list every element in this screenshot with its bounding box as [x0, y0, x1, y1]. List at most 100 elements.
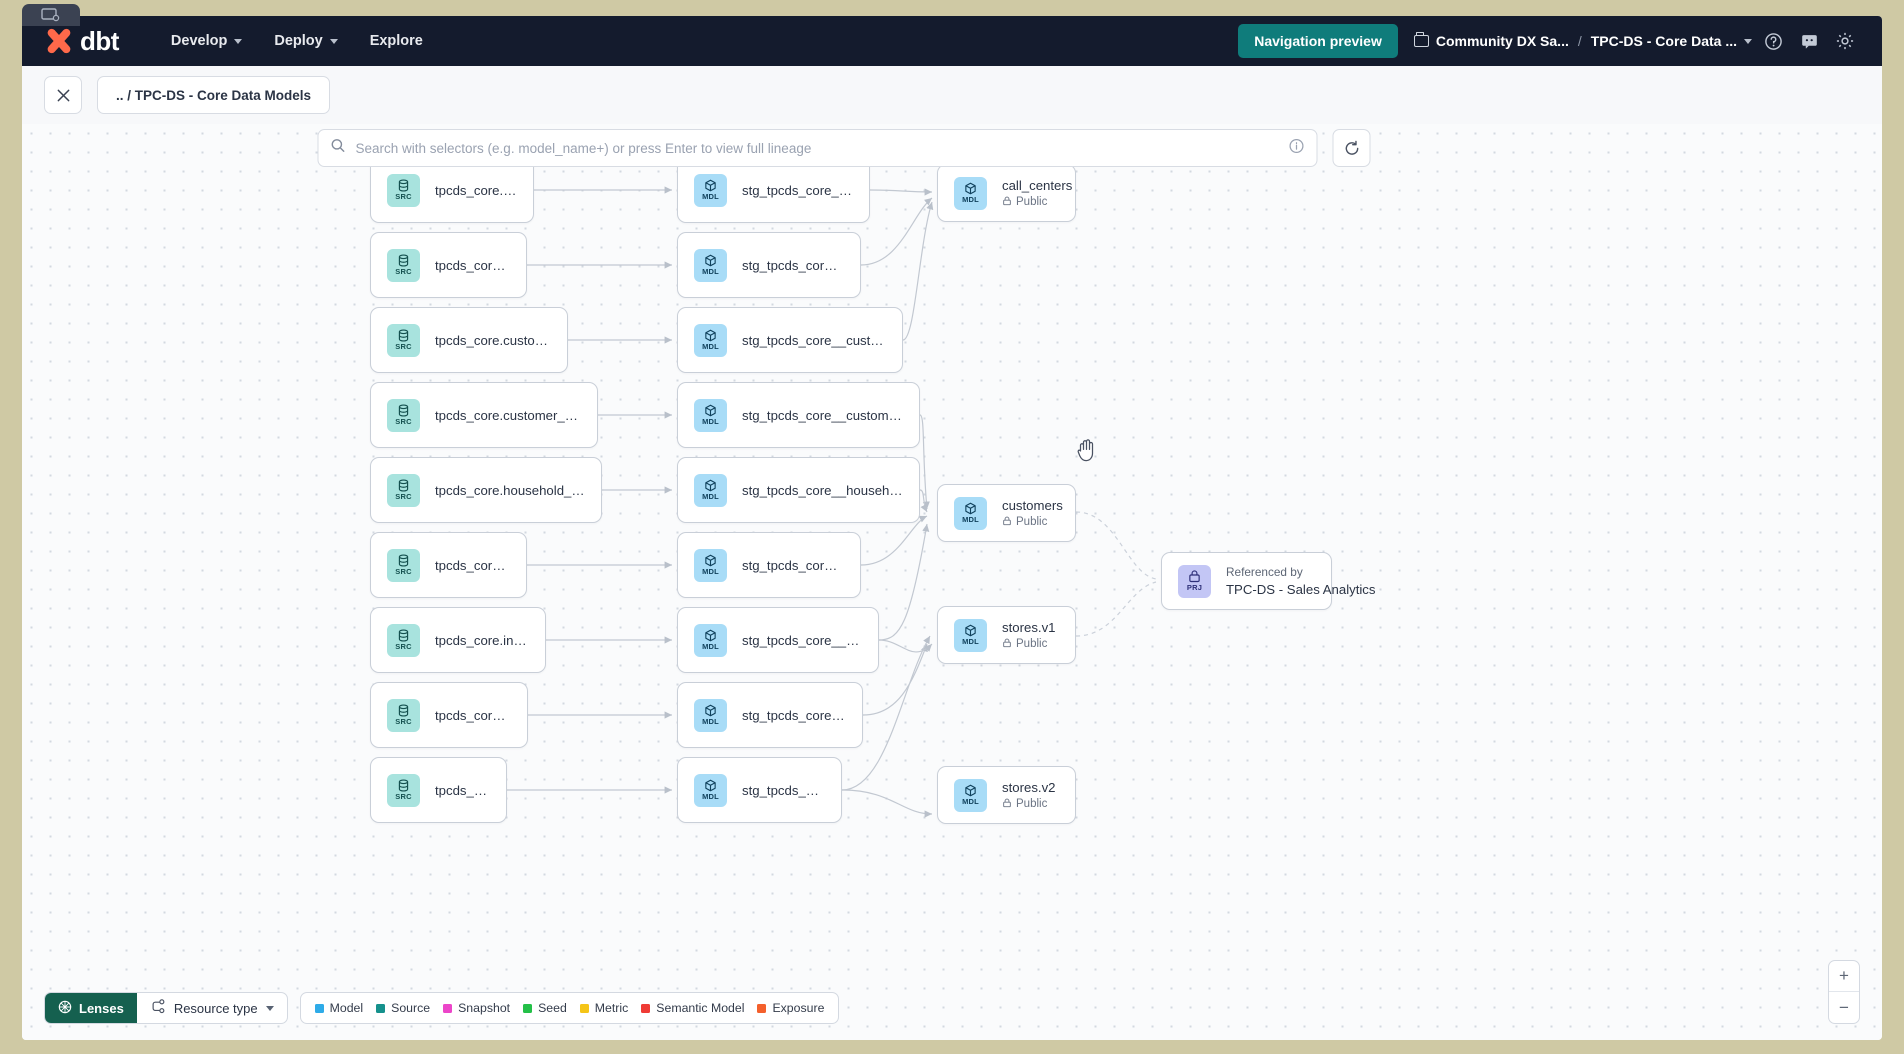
- legend-item[interactable]: Semantic Model: [641, 1001, 744, 1015]
- dbt-wordmark: dbt: [80, 25, 119, 56]
- top-navigation-bar: dbt Develop Deploy Explore Navigation pr…: [22, 16, 1882, 66]
- lineage-graph-canvas[interactable]: SRCtpcds_core.call_centerSRCtpcds_core.c…: [22, 124, 1882, 1040]
- src-badge-icon: SRC: [387, 173, 420, 207]
- node-label: stg_tpcds_core__customer_address: [742, 332, 886, 348]
- nav-item-deploy[interactable]: Deploy: [258, 25, 353, 57]
- node-access-badge: Public: [1002, 516, 1059, 529]
- nav-item-deploy-label: Deploy: [274, 33, 323, 49]
- legend-label: Model: [329, 1001, 364, 1015]
- legend-swatch: [443, 1003, 453, 1013]
- legend-item[interactable]: Model: [314, 1001, 364, 1015]
- referenced-by-caption: Referenced by: [1226, 565, 1303, 579]
- node-label: tpcds_core.inventory: [435, 707, 511, 723]
- node-label: tpcds_core.store: [435, 782, 490, 798]
- mdl-badge-icon: MDL: [694, 698, 727, 732]
- chevron-down-icon: [265, 1005, 274, 1011]
- search-area: [317, 129, 1371, 167]
- navigation-preview-button[interactable]: Navigation preview: [1238, 24, 1398, 58]
- lock-icon: [1002, 196, 1012, 209]
- legend-label: Snapshot: [458, 1001, 511, 1015]
- close-icon[interactable]: [44, 76, 82, 114]
- mdl-badge-icon: MDL: [954, 778, 987, 812]
- breadcrumb-separator: /: [1577, 33, 1582, 49]
- header-breadcrumb: Community DX Sa... / TPC-DS - Core Data …: [1413, 32, 1752, 49]
- resource-type-dropdown[interactable]: Resource type: [137, 993, 287, 1023]
- folder-icon: [1413, 32, 1429, 47]
- node-text: tpcds_core.inventory: [435, 708, 511, 723]
- refresh-icon[interactable]: [1332, 129, 1371, 167]
- model-node[interactable]: MDL stg_tpcds_core__customer: [677, 232, 861, 298]
- lenses-label: Lenses: [79, 1000, 124, 1016]
- chevron-down-icon[interactable]: [1744, 38, 1752, 44]
- resource-type-icon: [150, 999, 166, 1017]
- info-icon[interactable]: [1289, 138, 1305, 159]
- legend-item[interactable]: Metric: [579, 1001, 628, 1015]
- node-label: tpcds_core.date_dim: [435, 557, 510, 573]
- legend-item[interactable]: Source: [376, 1001, 430, 1015]
- feedback-icon[interactable]: [1794, 26, 1824, 56]
- node-text: tpcds_core.store: [435, 783, 490, 798]
- node-label: stg_tpcds_core__customer: [742, 257, 844, 273]
- search-box[interactable]: [317, 129, 1318, 167]
- gear-icon[interactable]: [1830, 26, 1860, 56]
- dbt-x-icon: [44, 27, 74, 55]
- node-text: tpcds_core.household_demographics: [435, 483, 585, 498]
- primary-nav-links: Develop Deploy Explore: [155, 25, 439, 57]
- legend-item[interactable]: Seed: [523, 1001, 567, 1015]
- legend-swatch: [523, 1003, 533, 1013]
- legend-item[interactable]: Exposure: [757, 1001, 824, 1015]
- model-node[interactable]: MDLstg_tpcds_core__customer_demogra…: [677, 382, 920, 448]
- mdl-badge-icon: MDL: [694, 248, 727, 282]
- search-input[interactable]: [355, 140, 1279, 156]
- node-access-badge: Public: [1002, 196, 1059, 209]
- breadcrumb-account[interactable]: Community DX Sa...: [1435, 33, 1569, 49]
- mdl-badge-icon: MDL: [954, 176, 987, 210]
- node-label: stg_tpcds_core__call_center: [742, 182, 853, 198]
- zoom-in-button[interactable]: +: [1829, 961, 1859, 992]
- legend-swatch: [376, 1003, 386, 1013]
- breadcrumb-chip[interactable]: .. / TPC-DS - Core Data Models: [97, 76, 331, 114]
- node-label: stg_tpcds_core__store: [742, 782, 825, 798]
- help-circle-icon[interactable]: [1758, 26, 1788, 56]
- lock-icon: [1002, 516, 1012, 529]
- browser-tab-artifact: [22, 4, 80, 26]
- lenses-button[interactable]: Lenses: [45, 993, 137, 1023]
- dbt-logo[interactable]: dbt: [44, 26, 119, 57]
- node-label: call_centers: [1002, 177, 1073, 193]
- zoom-out-button[interactable]: −: [1839, 997, 1849, 1017]
- chevron-down-icon: [329, 38, 338, 44]
- legend-label: Source: [391, 1001, 431, 1015]
- nav-item-explore[interactable]: Explore: [354, 25, 439, 57]
- nav-item-develop[interactable]: Develop: [155, 25, 258, 57]
- breadcrumb-project[interactable]: TPC-DS - Core Data ...: [1590, 33, 1737, 49]
- legend-item[interactable]: Snapshot: [443, 1001, 510, 1015]
- node-text: stg_tpcds_core__store: [742, 783, 825, 798]
- legend-label: Seed: [538, 1001, 567, 1015]
- mdl-badge-icon: MDL: [694, 548, 727, 582]
- search-icon: [331, 138, 346, 158]
- node-text: tpcds_core.income_band: [435, 633, 529, 648]
- model-node[interactable]: MDLstg_tpcds_core__household_demogr…: [677, 457, 920, 523]
- src-badge-icon: SRC: [387, 398, 420, 432]
